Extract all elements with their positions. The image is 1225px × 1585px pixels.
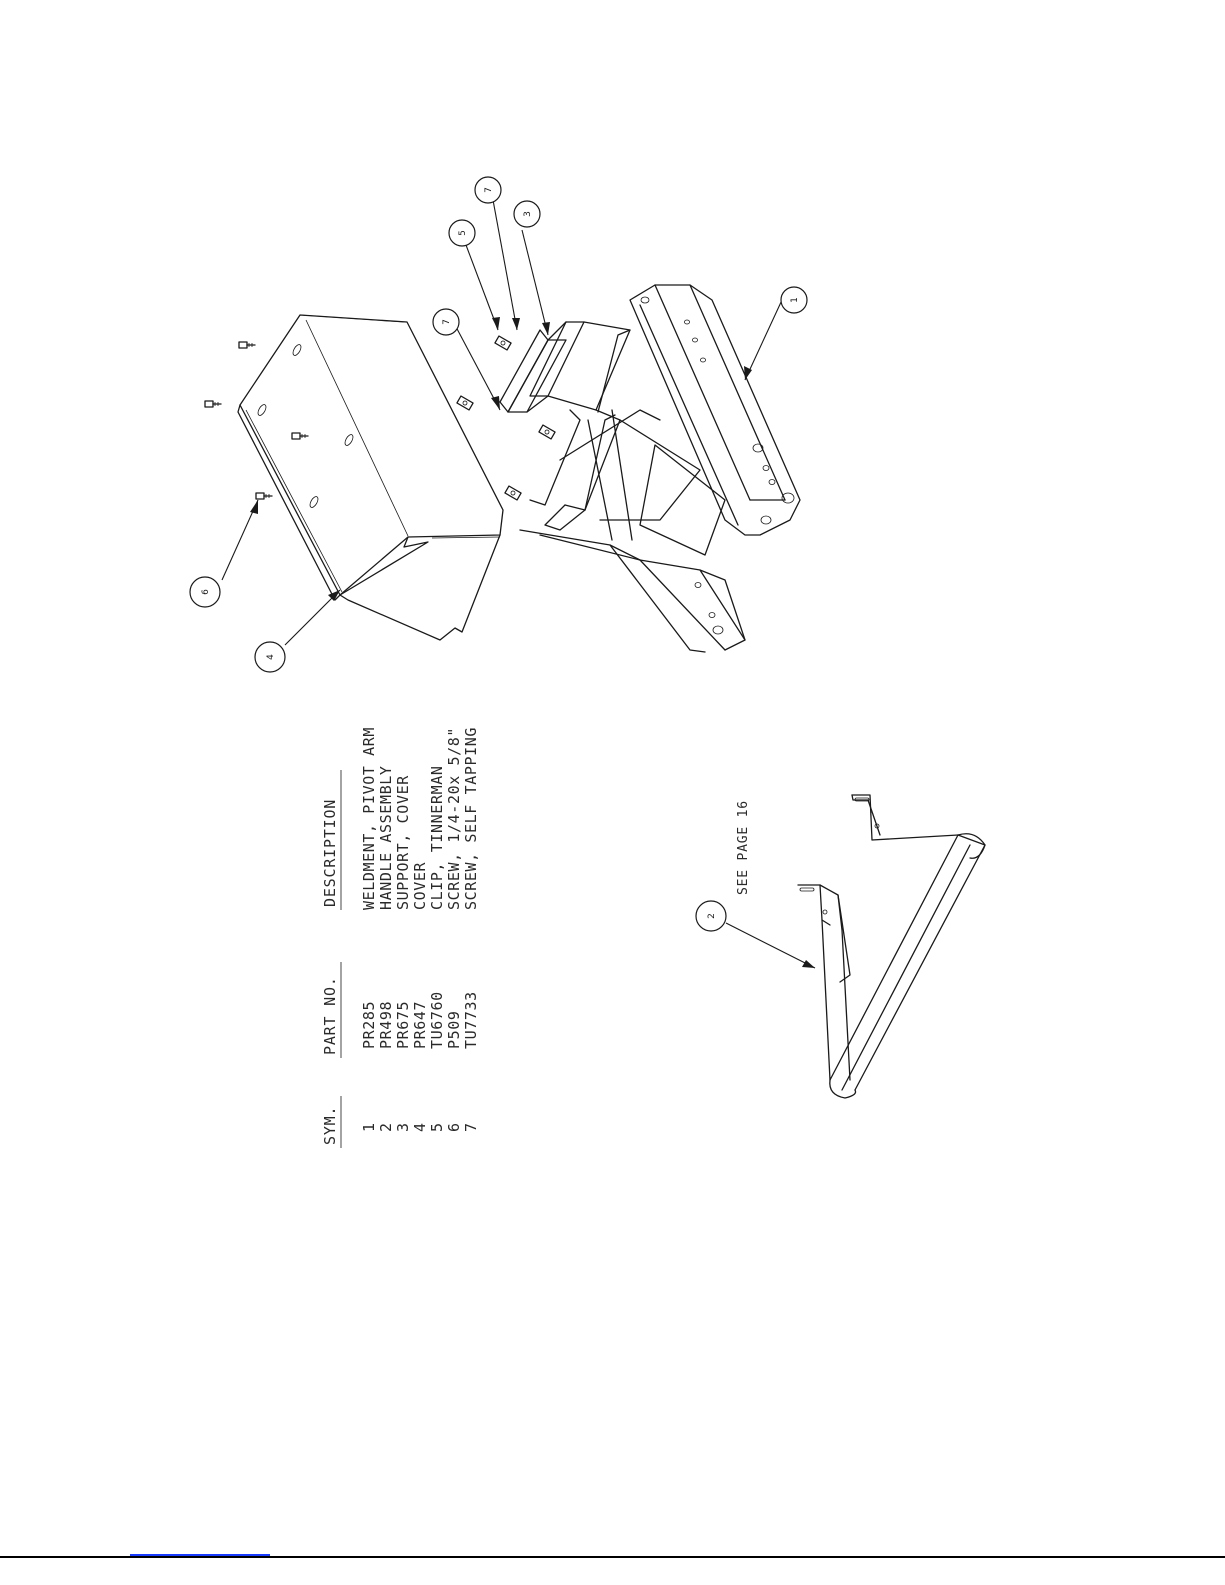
svg-text:3: 3 — [394, 1122, 412, 1132]
parts-table: SYM. PART NO. DESCRIPTION 1 PR285 WELDME… — [321, 727, 480, 1148]
callout-4: 4 — [255, 642, 285, 672]
table-row: 6 P509 SCREW, 1/4-20x 5/8" — [445, 727, 463, 1132]
callout-7-upper: 7 — [433, 309, 459, 335]
callout-2: 2 — [696, 901, 726, 931]
svg-text:6: 6 — [201, 589, 211, 595]
svg-text:4: 4 — [266, 654, 276, 660]
svg-text:1: 1 — [790, 297, 800, 303]
svg-text:PR647: PR647 — [411, 1001, 429, 1049]
svg-text:COVER: COVER — [411, 861, 429, 910]
svg-text:HANDLE ASSEMBLY: HANDLE ASSEMBLY — [377, 766, 395, 910]
svg-text:7: 7 — [442, 319, 452, 325]
table-row: 7 TU7733 SCREW, SELF TAPPING — [462, 727, 480, 1132]
handle-note: SEE PAGE 16 — [736, 800, 751, 895]
handle-assembly — [798, 795, 985, 1098]
svg-text:PR498: PR498 — [377, 1001, 395, 1049]
cover-part — [238, 315, 503, 640]
svg-text:CLIP, TINNERMAN: CLIP, TINNERMAN — [428, 766, 446, 910]
svg-text:TU6760: TU6760 — [428, 991, 446, 1049]
svg-text:TU7733: TU7733 — [462, 991, 480, 1049]
table-row: 5 TU6760 CLIP, TINNERMAN — [428, 766, 446, 1132]
cover-support — [500, 322, 630, 530]
svg-text:4: 4 — [411, 1122, 429, 1132]
screws — [205, 342, 308, 499]
svg-text:1: 1 — [360, 1122, 378, 1132]
svg-text:P509: P509 — [445, 1010, 463, 1049]
table-row: 2 PR498 HANDLE ASSEMBLY — [377, 766, 395, 1132]
header-description: DESCRIPTION — [321, 799, 339, 907]
svg-text:7: 7 — [462, 1122, 480, 1132]
callout-7-lower: 7 — [475, 177, 501, 203]
svg-text:SUPPORT, COVER: SUPPORT, COVER — [394, 775, 412, 910]
svg-text:3: 3 — [523, 211, 533, 217]
svg-text:SCREW, SELF TAPPING: SCREW, SELF TAPPING — [462, 727, 480, 910]
svg-text:5: 5 — [428, 1122, 446, 1132]
callout-6: 6 — [190, 577, 220, 607]
callout-1: 1 — [781, 287, 807, 313]
svg-text:WELDMENT, PIVOT ARM: WELDMENT, PIVOT ARM — [360, 727, 378, 910]
svg-text:SCREW, 1/4-20x 5/8": SCREW, 1/4-20x 5/8" — [445, 727, 463, 910]
svg-text:6: 6 — [445, 1122, 463, 1132]
footer-rule — [0, 1556, 1225, 1558]
svg-text:PR675: PR675 — [394, 1001, 412, 1049]
callout-3: 3 — [514, 201, 540, 227]
svg-text:2: 2 — [377, 1122, 395, 1132]
clips — [457, 336, 555, 500]
callout-5: 5 — [449, 220, 475, 246]
svg-text:7: 7 — [484, 187, 494, 193]
table-row: 3 PR675 SUPPORT, COVER — [394, 775, 412, 1132]
header-sym: SYM. — [321, 1106, 339, 1145]
svg-text:5: 5 — [458, 230, 468, 236]
header-part-no: PART NO. — [321, 976, 339, 1055]
cover-slots — [256, 343, 354, 508]
svg-text:2: 2 — [707, 913, 717, 919]
table-row: 4 PR647 COVER — [411, 861, 429, 1132]
svg-text:PR285: PR285 — [360, 1001, 378, 1049]
tube-holes — [641, 297, 794, 524]
table-row: 1 PR285 WELDMENT, PIVOT ARM — [360, 727, 378, 1132]
